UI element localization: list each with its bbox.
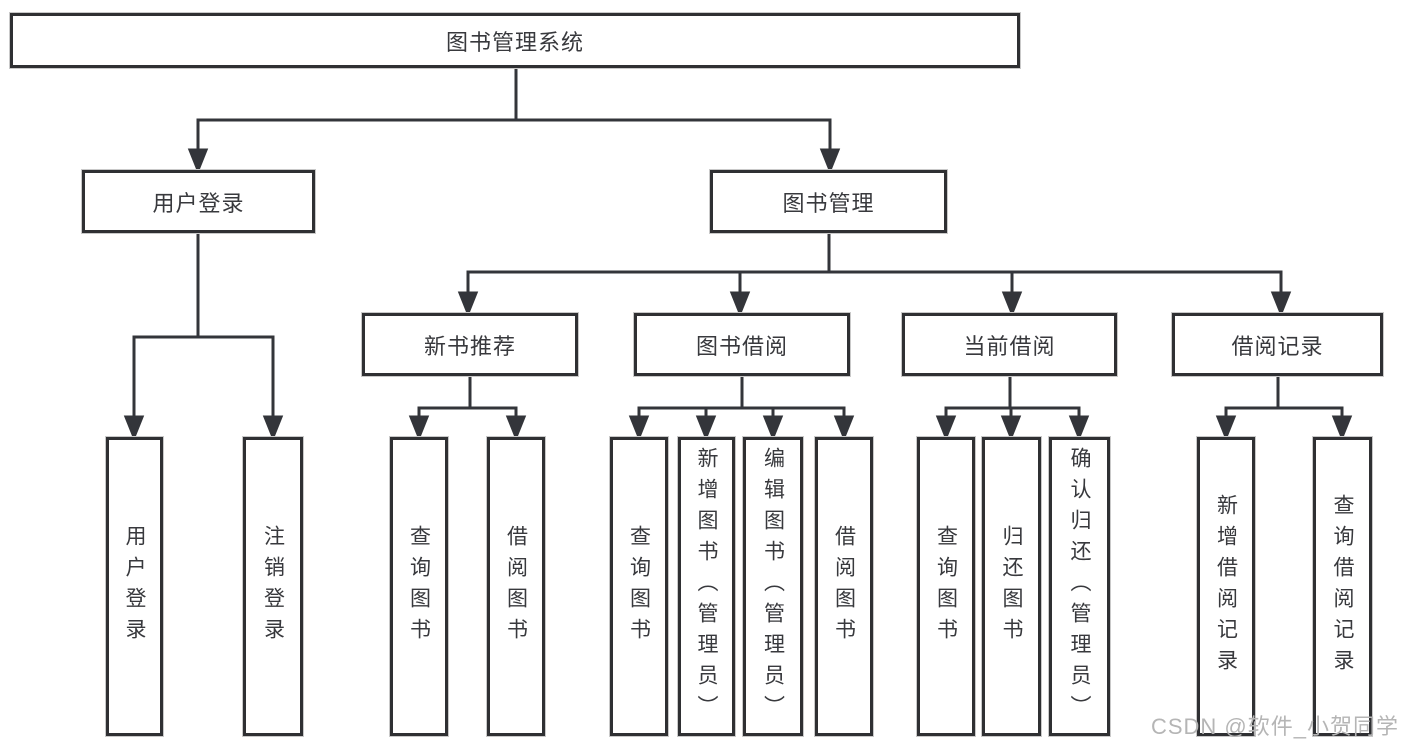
leaf-return-books-label: 归还图书 <box>1000 524 1023 649</box>
leaf-add-book-admin-label: 新增图书（管理员） <box>695 447 718 726</box>
leaf-user-login-label: 用户登录 <box>123 524 146 649</box>
leaf-query-books-current-label: 查询图书 <box>934 524 958 649</box>
node-root: 图书管理系统 <box>10 13 1020 68</box>
leaf-logout: 注销登录 <box>243 437 303 736</box>
connector-user-login <box>123 233 284 442</box>
node-book-borrow: 图书借阅 <box>634 313 850 376</box>
leaf-edit-book-admin-label: 编辑图书（管理员） <box>761 447 785 726</box>
leaf-add-borrow-record: 新增借阅记录 <box>1197 437 1255 736</box>
leaf-confirm-return-admin: 确认归还（管理员） <box>1049 437 1110 736</box>
connector-current-borrow <box>935 376 1090 442</box>
leaf-query-books-borrow: 查询图书 <box>610 437 668 736</box>
connector-book-borrow <box>628 376 855 442</box>
node-user-login: 用户登录 <box>82 170 315 233</box>
leaf-user-login: 用户登录 <box>106 437 163 736</box>
leaf-edit-book-admin: 编辑图书（管理员） <box>743 437 803 736</box>
node-book-borrow-label: 图书借阅 <box>695 333 788 359</box>
leaf-query-books-recommend-label: 查询图书 <box>407 524 431 649</box>
connector-book-management <box>457 233 1292 318</box>
node-book-management: 图书管理 <box>710 170 947 233</box>
leaf-query-books-borrow-label: 查询图书 <box>627 524 651 649</box>
connector-borrow-records <box>1215 376 1353 442</box>
node-book-management-label: 图书管理 <box>782 190 875 216</box>
node-new-book-recommend: 新书推荐 <box>362 313 578 376</box>
leaf-borrow-books-recommend: 借阅图书 <box>487 437 545 736</box>
leaf-borrow-books-recommend-label: 借阅图书 <box>504 524 528 649</box>
node-root-label: 图书管理系统 <box>445 29 584 55</box>
node-new-book-recommend-label: 新书推荐 <box>423 333 516 359</box>
leaf-confirm-return-admin-label: 确认归还（管理员） <box>1068 447 1091 726</box>
leaf-query-borrow-record: 查询借阅记录 <box>1313 437 1372 736</box>
leaf-borrow-books-label: 借阅图书 <box>832 524 856 649</box>
node-borrow-records: 借阅记录 <box>1172 313 1383 376</box>
node-current-borrow-label: 当前借阅 <box>963 333 1056 359</box>
leaf-return-books: 归还图书 <box>982 437 1041 736</box>
leaf-query-books-current: 查询图书 <box>917 437 975 736</box>
node-borrow-records-label: 借阅记录 <box>1231 333 1324 359</box>
csdn-watermark: CSDN @软件_小贺同学 <box>1150 714 1399 739</box>
connector-new-book-recommend <box>408 376 527 442</box>
leaf-borrow-books: 借阅图书 <box>815 437 873 736</box>
node-current-borrow: 当前借阅 <box>902 313 1117 376</box>
connector-root <box>187 68 841 175</box>
leaf-logout-label: 注销登录 <box>261 524 285 649</box>
leaf-query-borrow-record-label: 查询借阅记录 <box>1331 493 1354 680</box>
leaf-add-book-admin: 新增图书（管理员） <box>678 437 735 736</box>
leaf-add-borrow-record-label: 新增借阅记录 <box>1214 493 1238 680</box>
node-user-login-label: 用户登录 <box>152 190 245 216</box>
leaf-query-books-recommend: 查询图书 <box>390 437 448 736</box>
